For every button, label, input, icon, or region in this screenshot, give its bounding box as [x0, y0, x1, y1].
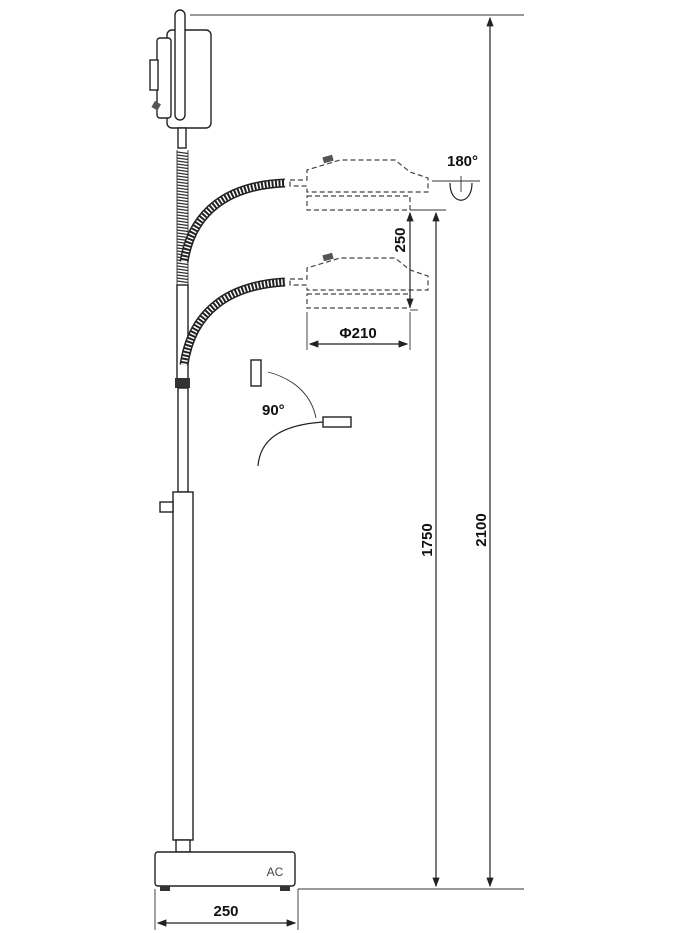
coil-ridge [176, 169, 189, 173]
coil-ridge [176, 190, 189, 194]
coil-ridge [176, 229, 189, 233]
stand-base: AC [154, 851, 296, 891]
coil-ridge [176, 220, 189, 224]
coil-ridge [176, 184, 189, 188]
coil-ridge [176, 268, 189, 272]
coil-ridge [176, 223, 189, 227]
coil-ridge [176, 163, 189, 167]
neck-bend-indicator: 90° [250, 359, 352, 467]
stand-height-label: 1750 [419, 523, 436, 556]
coil-ridge [176, 217, 189, 221]
gooseneck-arm-lower [179, 277, 286, 366]
coil-ridge [176, 202, 189, 206]
coil-ridge [176, 226, 189, 230]
base-label: AC [267, 865, 284, 879]
coil-ridge [176, 160, 189, 164]
stand-pole [159, 127, 194, 853]
coil-ridge [176, 166, 189, 170]
head-travel-label: 250 [392, 227, 409, 252]
coil-ridge [176, 205, 189, 209]
base-width-label: 250 [213, 903, 238, 920]
dimension-total-height: 2100 [190, 14, 524, 890]
coil-ridge [176, 232, 189, 236]
coil-ridge [176, 178, 189, 182]
dimension-head-travel: 250 [392, 211, 418, 311]
dimension-head-diameter: Φ210 [306, 312, 411, 350]
coil-ridge [176, 271, 189, 275]
coil-ridge [176, 262, 189, 266]
coil-ridge [176, 199, 189, 203]
coil-ridge [176, 154, 189, 158]
coil-ridge [176, 280, 189, 284]
coil-ridge [176, 151, 189, 155]
total-height-label: 2100 [473, 513, 490, 546]
coil-ridge [176, 274, 189, 278]
pole-coil-texture [176, 151, 189, 284]
coil-ridge [176, 187, 189, 191]
neck-bend-label: 90° [262, 402, 285, 419]
coil-ridge [176, 265, 189, 269]
coil-ridge [176, 277, 189, 281]
coil-ridge [176, 211, 189, 215]
rotation-indicator: 180° [432, 153, 480, 201]
coil-ridge [176, 181, 189, 185]
coil-ridge [176, 193, 189, 197]
coil-ridge [176, 157, 189, 161]
coil-ridge [176, 214, 189, 218]
coil-ridge [176, 208, 189, 212]
head-diameter-label: Φ210 [339, 325, 376, 342]
coil-ridge [176, 175, 189, 179]
lamp-head-lower-position [289, 252, 429, 309]
rotation-label: 180° [447, 153, 478, 170]
dimension-stand-height: 1750 [410, 209, 446, 888]
coil-ridge [176, 172, 189, 176]
lamp-head-top [149, 9, 212, 129]
coil-ridge [176, 196, 189, 200]
lamp-head-upper-position [289, 154, 429, 211]
dimension-base-width: 250 [154, 889, 299, 930]
gooseneck-arm-upper [179, 178, 286, 263]
